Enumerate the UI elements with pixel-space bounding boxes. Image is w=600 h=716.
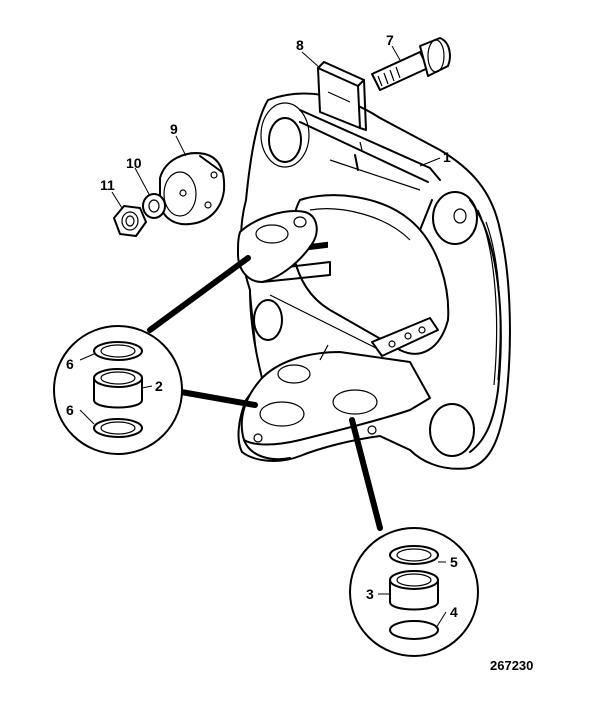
callout-6-upper: 6 — [66, 356, 74, 372]
callout-labels: 1 2 3 4 5 6 6 7 8 9 10 11 — [66, 32, 458, 620]
main-housing — [237, 92, 511, 470]
callout-6-lower: 6 — [66, 402, 74, 418]
callout-2: 2 — [155, 378, 163, 394]
callout-8: 8 — [296, 37, 304, 53]
callout-7: 7 — [386, 32, 394, 48]
bracket-plate — [317, 61, 367, 131]
callout-11: 11 — [100, 177, 115, 193]
callout-9: 9 — [170, 121, 178, 137]
washer — [142, 193, 166, 219]
callout-1: 1 — [443, 149, 451, 165]
callout-leaders — [79, 45, 447, 629]
drawing-reference-number: 267230 — [490, 658, 533, 673]
callout-5: 5 — [450, 554, 458, 570]
detail-circle-left — [53, 325, 183, 455]
callout-10: 10 — [126, 155, 142, 171]
detail-circle-right — [349, 527, 479, 657]
bolt — [371, 37, 451, 91]
nut — [113, 205, 147, 237]
callout-3: 3 — [366, 586, 374, 602]
detail-connectors — [147, 255, 383, 531]
callout-4: 4 — [450, 604, 458, 620]
clamp-block — [159, 152, 226, 226]
